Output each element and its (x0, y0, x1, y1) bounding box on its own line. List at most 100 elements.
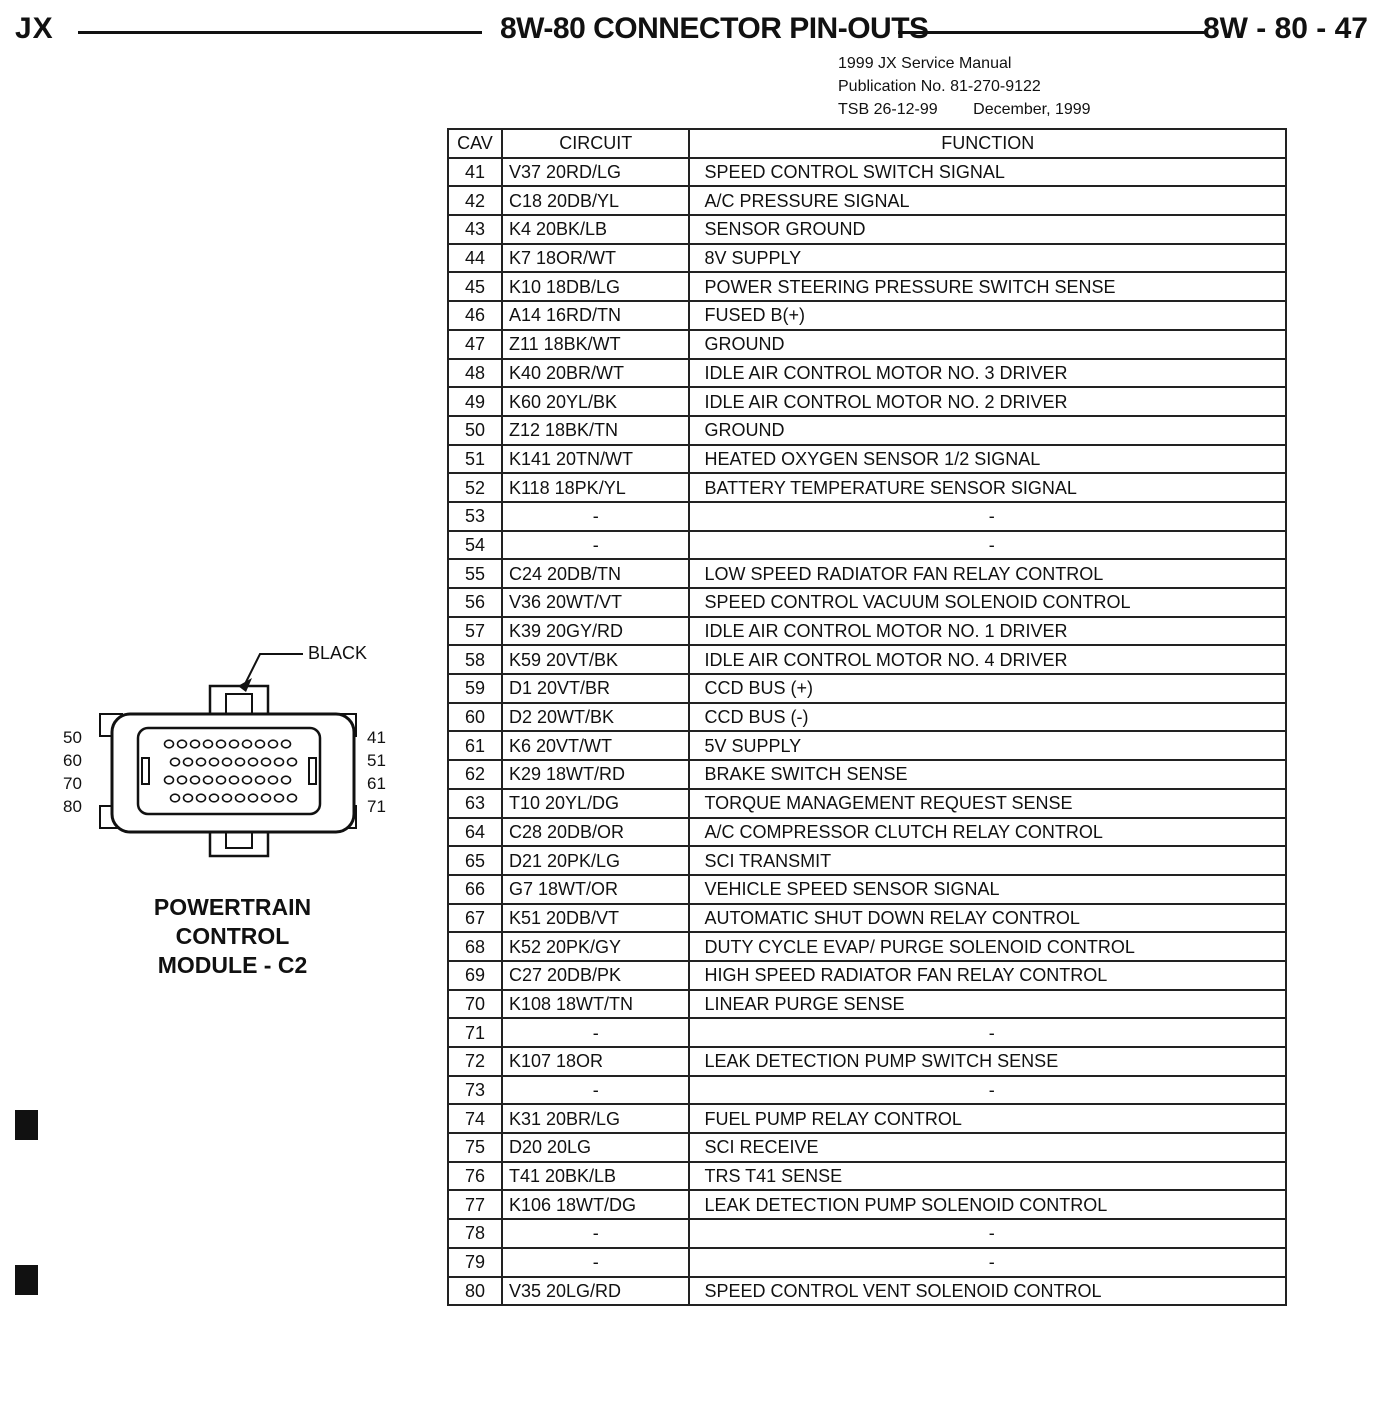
cell-cav: 54 (447, 529, 503, 561)
cell-circuit: V36 20WT/VT (500, 587, 691, 618)
cell-cav: 52 (447, 472, 503, 503)
cell-circuit: K4 20BK/LB (500, 214, 691, 245)
cell-function: CCD BUS (-) (688, 701, 1287, 733)
pin-hole (234, 757, 246, 767)
cell-cav: 78 (447, 1218, 503, 1249)
cell-function: SPEED CONTROL VACUUM SOLENOID CONTROL (688, 587, 1287, 618)
pin-hole (182, 793, 194, 803)
cell-circuit: K7 18OR/WT (500, 242, 691, 274)
pin-hole (254, 739, 266, 749)
pin-holes (163, 739, 298, 803)
table-row: 78-- (447, 1218, 1287, 1249)
cell-circuit: K6 20VT/WT (500, 730, 691, 762)
cell-function: IDLE AIR CONTROL MOTOR NO. 2 DRIVER (688, 386, 1287, 417)
caption-line-3: MODULE - C2 (157, 952, 308, 978)
cell-function: AUTOMATIC SHUT DOWN RELAY CONTROL (688, 902, 1287, 934)
cell-function: IDLE AIR CONTROL MOTOR NO. 1 DRIVER (688, 615, 1287, 647)
pin-hole (176, 775, 188, 785)
cell-circuit: C18 20DB/YL (500, 185, 691, 217)
cell-circuit: K40 20BR/WT (500, 357, 691, 389)
pin-hole (241, 775, 253, 785)
cell-cav: 65 (447, 845, 503, 876)
pin-hole (215, 739, 227, 749)
cell-cav: 71 (447, 1017, 503, 1048)
cell-circuit: T10 20YL/DG (500, 787, 691, 819)
cell-function: BATTERY TEMPERATURE SENSOR SIGNAL (688, 472, 1287, 503)
page-number: 8W - 80 - 47 (1202, 12, 1368, 45)
cell-circuit: C27 20DB/PK (500, 959, 691, 991)
cell-function: - (688, 500, 1287, 532)
cell-cav: 68 (447, 931, 503, 962)
cell-circuit: K107 18OR (500, 1046, 691, 1077)
pin-hole (280, 739, 292, 749)
cell-circuit: V37 20RD/LG (500, 156, 691, 188)
cell-circuit: K60 20YL/BK (500, 386, 691, 417)
cell-function: DUTY CYCLE EVAP/ PURGE SOLENOID CONTROL (688, 931, 1287, 962)
cell-circuit: Z12 18BK/TN (500, 414, 691, 446)
pin-hole (215, 775, 227, 785)
cell-circuit: K118 18PK/YL (500, 472, 691, 503)
cell-circuit: K51 20DB/VT (500, 902, 691, 934)
pin-hole (247, 793, 259, 803)
cell-circuit: Z11 18BK/WT (500, 328, 691, 360)
pin-label-70: 70 (63, 774, 82, 793)
table-row: 71-- (447, 1017, 1287, 1048)
cell-circuit: K52 20PK/GY (500, 931, 691, 962)
face-slot-right (308, 757, 317, 785)
cell-circuit: - (500, 1017, 691, 1048)
pin-hole (169, 757, 181, 767)
cell-circuit: D20 20LG (500, 1132, 691, 1163)
pin-hole (176, 739, 188, 749)
pin-hole (189, 739, 201, 749)
cell-cav: 64 (447, 816, 503, 848)
pin-hole (228, 739, 240, 749)
cell-function: SCI TRANSMIT (688, 845, 1287, 876)
cell-circuit: V35 20LG/RD (500, 1275, 691, 1307)
cell-circuit: C28 20DB/OR (500, 816, 691, 848)
pin-label-80: 80 (63, 797, 82, 816)
cell-function: CCD BUS (+) (688, 673, 1287, 704)
cell-circuit: K31 20BR/LG (500, 1103, 691, 1135)
cell-cav: 43 (447, 214, 503, 245)
pin-hole (280, 775, 292, 785)
caption-line-2: CONTROL (175, 923, 290, 949)
cell-cav: 67 (447, 902, 503, 934)
cell-function: - (688, 1074, 1287, 1106)
pin-label-50: 50 (63, 728, 82, 747)
pin-hole (202, 739, 214, 749)
pin-hole (267, 775, 279, 785)
table-row: 53-- (447, 500, 1287, 532)
cell-function: 8V SUPPLY (688, 242, 1287, 274)
cell-cav: 61 (447, 730, 503, 762)
pin-hole (163, 739, 175, 749)
cell-cav: 41 (447, 156, 503, 188)
cell-function: - (688, 1017, 1287, 1048)
cell-cav: 79 (447, 1246, 503, 1278)
pin-hole (195, 757, 207, 767)
cell-cav: 63 (447, 787, 503, 819)
page-title: 8W-80 CONNECTOR PIN-OUTS (500, 12, 929, 45)
cell-circuit: D21 20PK/LG (500, 845, 691, 876)
cell-cav: 42 (447, 185, 503, 217)
table-header-row: CAV CIRCUIT FUNCTION (447, 128, 1287, 159)
cell-circuit: K108 18WT/TN (500, 988, 691, 1020)
cell-function: FUEL PUMP RELAY CONTROL (688, 1103, 1287, 1135)
cell-function: LEAK DETECTION PUMP SWITCH SENSE (688, 1046, 1287, 1077)
connector-diagram (99, 653, 357, 858)
